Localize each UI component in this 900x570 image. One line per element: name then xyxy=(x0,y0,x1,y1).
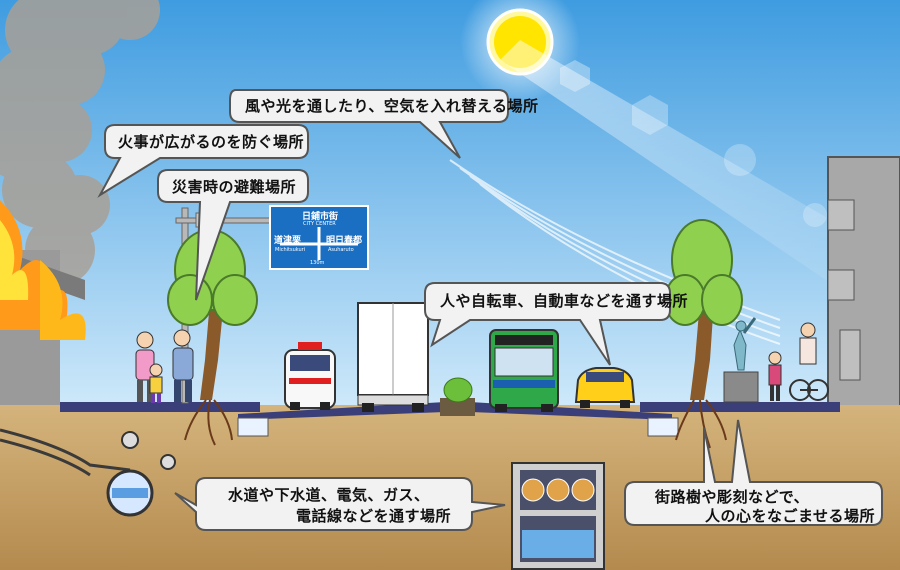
bus xyxy=(489,329,559,412)
drain-left xyxy=(237,417,269,437)
bubble-traffic-text: 人や自転車、自動車などを通す場所 xyxy=(440,292,689,310)
car xyxy=(574,367,636,408)
sign-left-sub: Michitsukuri xyxy=(275,247,306,253)
drain-right xyxy=(647,417,679,437)
speech-bubbles xyxy=(97,89,883,531)
bubble-traffic xyxy=(424,282,671,366)
road-left xyxy=(238,402,445,420)
bubble-evacuation-text: 災害時の避難場所 xyxy=(172,178,297,196)
sidewalk-right xyxy=(640,402,840,412)
sign-left-label: 道津栗 xyxy=(274,236,302,246)
statue xyxy=(723,317,759,403)
evacuating-family xyxy=(135,329,194,403)
bubble-fire xyxy=(97,124,309,198)
cyclist xyxy=(789,322,829,401)
bubble-wind-light-text: 風や光を通したり、空気を入れ替える場所 xyxy=(245,97,539,115)
bubble-trees-text-1: 街路樹や彫刻などで、 xyxy=(655,488,810,506)
bubble-fire-text: 火事が広がるのを防ぐ場所 xyxy=(118,133,305,151)
bubble-utilities-text-1: 水道や下水道、電気、ガス、 xyxy=(228,486,430,504)
bubble-wind-light xyxy=(229,89,509,159)
sign-top-sub: CITY CENTER xyxy=(303,221,336,227)
bubble-utilities xyxy=(174,477,506,531)
bubble-trees xyxy=(624,419,883,526)
utility-tunnel xyxy=(511,462,605,570)
sign-right-sub: Asuharuto xyxy=(328,247,354,253)
bubble-evacuation xyxy=(157,169,309,301)
smoke xyxy=(0,0,160,285)
median-shrub xyxy=(443,377,473,403)
street-tree-right xyxy=(664,219,743,449)
pipe-junction-1 xyxy=(121,431,139,449)
burning-building xyxy=(0,200,86,410)
ambulance xyxy=(284,342,336,410)
underground-pipes xyxy=(0,428,131,477)
median xyxy=(440,398,475,416)
sign-distance: 130m xyxy=(310,260,325,266)
child-standing xyxy=(768,351,782,401)
bubble-utilities-text-2: 電話線などを通す場所 xyxy=(296,507,452,525)
truck xyxy=(357,302,429,412)
pipe-junction-2 xyxy=(160,454,176,470)
sign-top-label: 日鋪市街 xyxy=(302,212,339,222)
sign-right-label: 明日春都 xyxy=(326,236,363,246)
flames xyxy=(0,200,86,340)
sidewalk-left xyxy=(60,402,260,412)
bubble-trees-text-2: 人の心をなごませる場所 xyxy=(705,507,876,525)
sun xyxy=(460,0,900,330)
right-building xyxy=(827,156,900,411)
